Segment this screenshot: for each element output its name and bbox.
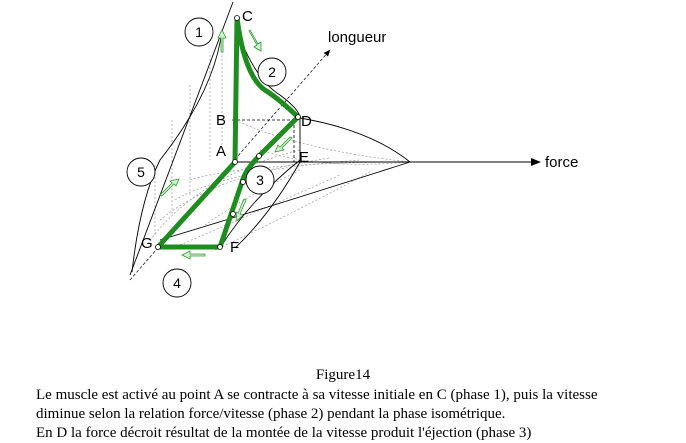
phase-3-marker: 3 bbox=[245, 165, 275, 195]
label-a: A bbox=[216, 143, 226, 160]
phase-markers: 1 2 3 4 5 bbox=[126, 17, 287, 298]
label-d: D bbox=[301, 113, 312, 130]
cycle-points bbox=[155, 15, 301, 250]
muscle-cycle-diagram: C B D A E G F longueur force 1 2 3 4 5 bbox=[126, 1, 578, 298]
paragraph-line: Le muscle est activé au point A se contr… bbox=[36, 387, 598, 403]
reference-lines bbox=[232, 119, 298, 162]
svg-text:4: 4 bbox=[173, 275, 181, 291]
surface-outline bbox=[129, 1, 411, 276]
label-f: F bbox=[230, 239, 239, 256]
axis-label-longueur: longueur bbox=[328, 29, 386, 46]
svg-text:2: 2 bbox=[268, 64, 276, 80]
label-c: C bbox=[242, 8, 253, 25]
phase-4-marker: 4 bbox=[162, 268, 192, 298]
paragraph-line: diminue selon la relation force/vitesse … bbox=[36, 406, 506, 422]
svg-text:1: 1 bbox=[195, 24, 203, 40]
label-g: G bbox=[141, 235, 153, 252]
work-cycle-path bbox=[155, 15, 301, 250]
axis-label-force: force bbox=[545, 154, 578, 171]
figure-caption: Figure14 bbox=[315, 367, 371, 383]
label-e: E bbox=[299, 149, 309, 166]
paragraph-line: En D la force décroit résultat de la mon… bbox=[36, 425, 532, 441]
phase-1-marker: 1 bbox=[184, 17, 214, 47]
direction-arrows bbox=[159, 29, 293, 260]
svg-text:5: 5 bbox=[137, 164, 145, 180]
point-labels: C B D A E G F bbox=[141, 8, 312, 256]
phase-2-marker: 2 bbox=[257, 57, 287, 87]
phase-5-marker: 5 bbox=[126, 157, 156, 187]
svg-text:3: 3 bbox=[256, 172, 264, 188]
label-b: B bbox=[216, 112, 226, 129]
body-paragraph: Le muscle est activé au point A se contr… bbox=[36, 386, 676, 443]
